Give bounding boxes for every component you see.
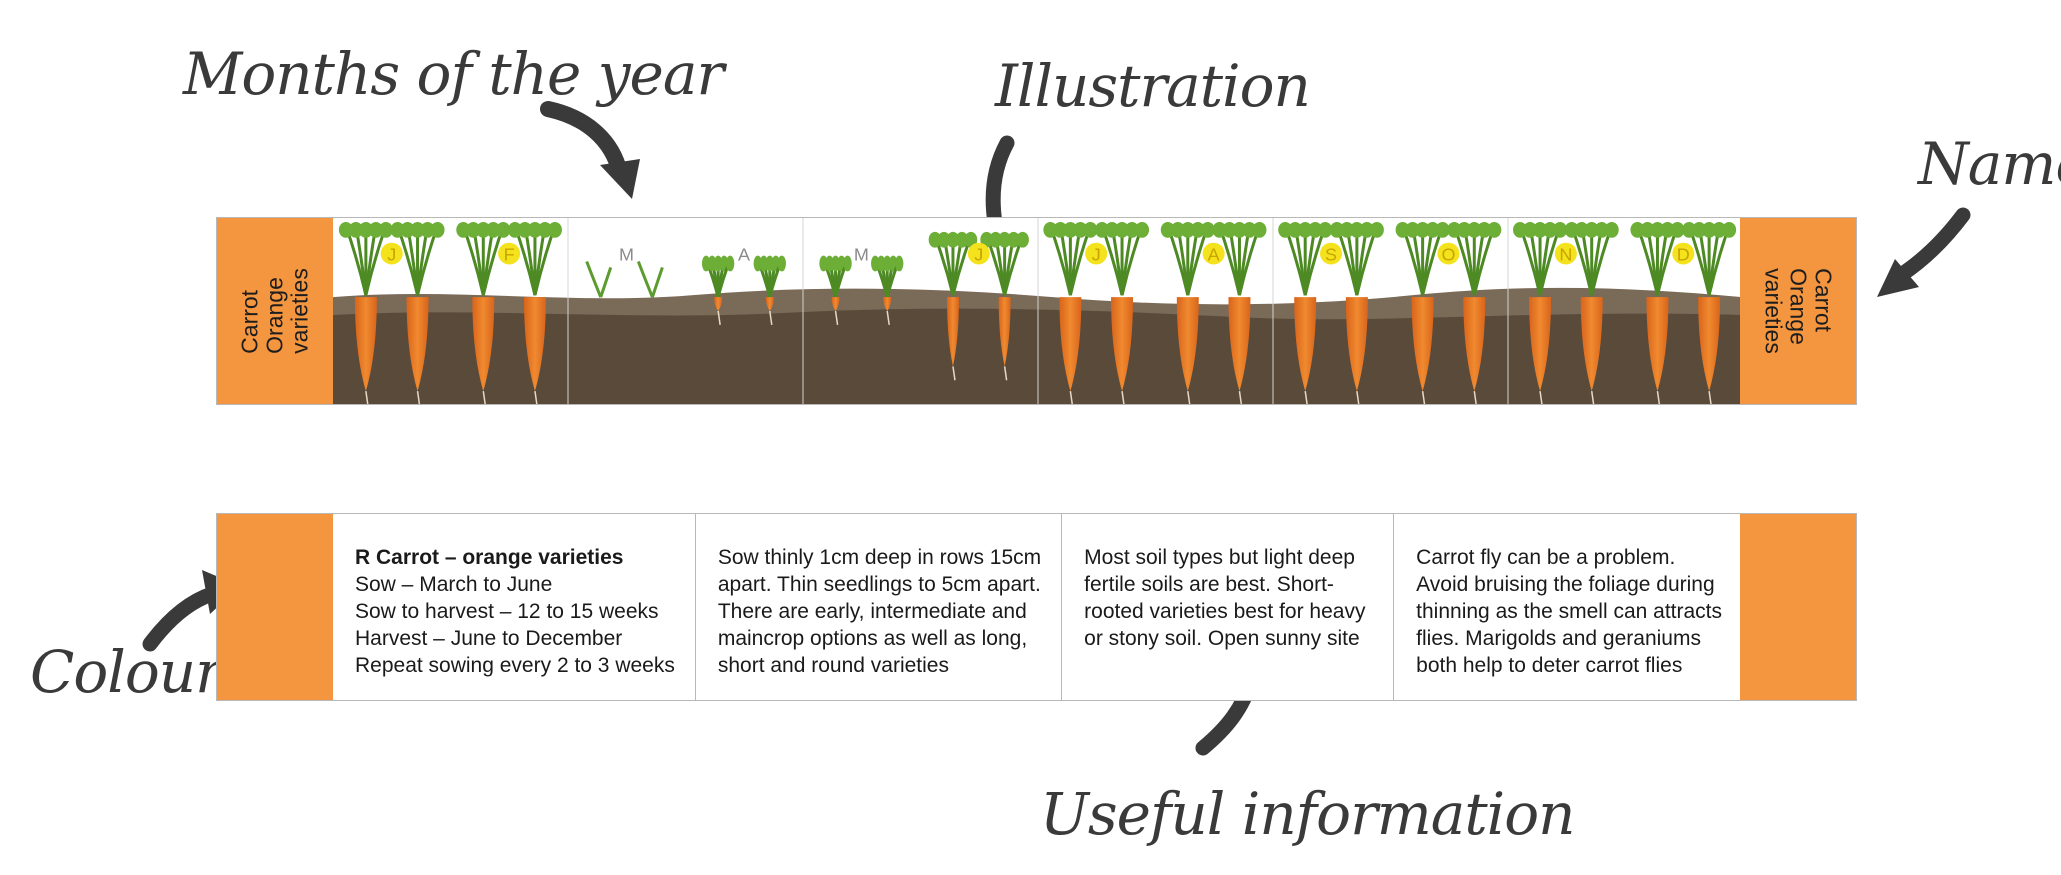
month-plant-group (819, 255, 904, 325)
callout-name: Name (1918, 130, 2061, 198)
callout-illustration: Illustration (995, 52, 1311, 120)
month-marker-dot (967, 242, 990, 265)
month-marker-dot (1202, 242, 1225, 265)
info-cell-summary: R Carrot – orange varieties Sow – March … (333, 514, 696, 700)
month-plant-group (1043, 221, 1150, 404)
info-line: Harvest – June to December (355, 627, 623, 650)
month-marker-label: J (387, 245, 396, 265)
info-line: Repeat sowing every 2 to 3 weeks (355, 654, 675, 677)
month-plant-group (1395, 221, 1502, 404)
month-plant-group (1630, 221, 1737, 404)
info-line: short and round varieties (717, 654, 949, 677)
info-line: or stony soil. Open sunny site (1084, 627, 1360, 650)
month-plant-group (456, 221, 562, 404)
info-line: thinning as the smell can attracts (1416, 600, 1722, 623)
info-line: both help to deter carrot flies (1416, 654, 1683, 677)
callout-colour: Colour (30, 638, 223, 706)
month-marker-label: N (1559, 245, 1572, 265)
month-plant-group (701, 255, 786, 325)
callout-useful-information: Useful information (1040, 780, 1576, 848)
month-marker-label: M (619, 245, 634, 265)
colour-panel-right: Carrot Orange varieties (1740, 218, 1856, 404)
month-marker-label: A (1208, 245, 1220, 265)
month-marker-label: J (974, 245, 983, 265)
month-marker-label: S (1325, 245, 1337, 265)
info-line: Sow – March to June (355, 573, 553, 596)
info-line: Carrot fly can be a problem. (1416, 546, 1676, 569)
colour-panel-bottom-left (217, 514, 333, 700)
month-marker-dot (1554, 242, 1577, 265)
month-marker-label: D (1677, 245, 1690, 265)
info-line: fertile soils are best. Short- (1084, 573, 1334, 596)
colour-panel-bottom-right (1740, 514, 1856, 700)
seed-packet-info-strip: R Carrot – orange varieties Sow – March … (216, 513, 1857, 701)
month-marker-dot (1672, 242, 1695, 265)
info-line: Sow to harvest – 12 to 15 weeks (355, 600, 659, 623)
month-marker-dot (380, 242, 403, 265)
info-cells: R Carrot – orange varieties Sow – March … (333, 514, 1742, 700)
month-plant-group (1513, 221, 1619, 404)
month-marker-dot (1085, 242, 1108, 265)
name-label-left: Carrot Orange varieties (236, 268, 313, 354)
info-cell-sowing: Sow thinly 1cm deep in rows 15cm apart. … (696, 514, 1063, 700)
info-line: flies. Marigolds and geraniums (1416, 627, 1701, 650)
callout-months-of-the-year: Months of the year (183, 40, 724, 108)
info-line: Avoid bruising the foliage during (1416, 573, 1715, 596)
month-marker-dot (498, 242, 521, 265)
arrow-months-icon (540, 101, 640, 199)
arrow-name-icon (1877, 207, 1971, 297)
month-marker-label: A (738, 245, 750, 265)
info-title: R Carrot – orange varieties (355, 546, 624, 569)
month-plant-group (1278, 221, 1384, 404)
month-plant-group (928, 231, 1029, 381)
month-plant-group (1160, 221, 1267, 404)
month-marker-label: F (504, 245, 515, 265)
info-line: rooted varieties best for heavy (1084, 600, 1366, 623)
month-plant-group (585, 261, 664, 298)
colour-panel-left: Carrot Orange varieties (217, 218, 333, 404)
month-marker-dot (1320, 242, 1343, 265)
info-cell-soil: Most soil types but light deep fertile s… (1062, 514, 1395, 700)
month-marker-label: J (1092, 245, 1101, 265)
month-plant-group (338, 221, 445, 404)
name-label-right: Carrot Orange varieties (1760, 268, 1837, 354)
month-marker-label: M (854, 245, 869, 265)
info-line: Sow thinly 1cm deep in rows 15cm (717, 546, 1042, 569)
month-marker-dot (1437, 242, 1460, 265)
info-line: Most soil types but light deep (1084, 546, 1355, 569)
info-line: apart. Thin seedlings to 5cm apart. (717, 573, 1041, 596)
month-marker-label: O (1441, 245, 1455, 265)
info-cell-pests: Carrot fly can be a problem. Avoid bruis… (1394, 514, 1742, 700)
info-line: There are early, intermediate and (717, 600, 1027, 623)
info-line: maincrop options as well as long, (717, 627, 1028, 650)
